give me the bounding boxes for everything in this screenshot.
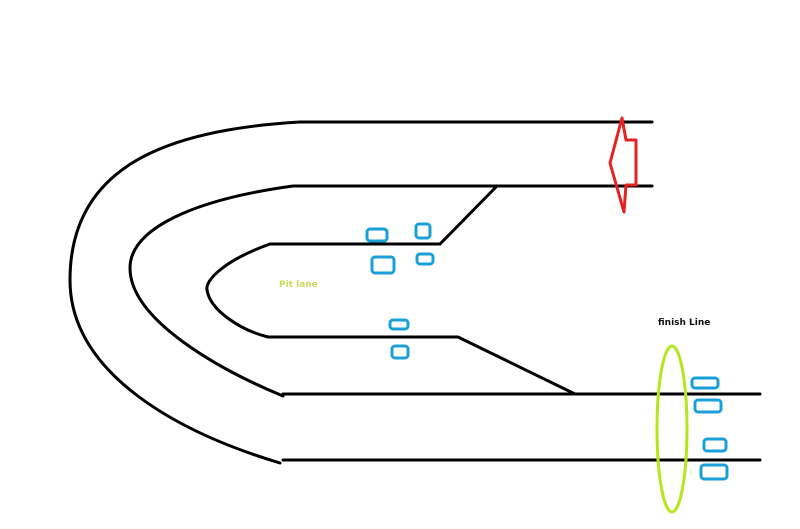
- car-marker-icon: [702, 437, 728, 453]
- car-marker-icon: [390, 344, 410, 360]
- car-marker-icon: [699, 463, 729, 481]
- car-marker-icon: [388, 318, 410, 331]
- car-marker-icon: [693, 398, 723, 414]
- pit-lane-inner-curve: [205, 242, 272, 339]
- pit-lane-lower: [266, 335, 577, 396]
- car-marker-icon: [370, 255, 396, 275]
- car-marker-icon: [414, 222, 432, 240]
- car-marker-icon: [415, 252, 435, 266]
- finish-line-marker: [655, 344, 689, 514]
- car-marker-icon: [365, 227, 389, 243]
- car-marker-icon: [690, 376, 720, 390]
- finish-line-label: finish Line: [658, 318, 711, 328]
- arrow-left-icon: [608, 116, 638, 214]
- outer-track-edge: [68, 120, 654, 465]
- pit-lane-upper: [268, 184, 499, 246]
- pit-lane-label: Pit lane: [279, 280, 318, 290]
- inner-track-edge: [128, 184, 654, 398]
